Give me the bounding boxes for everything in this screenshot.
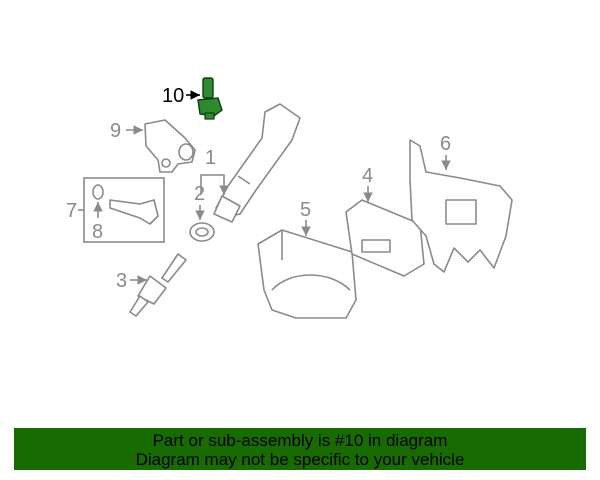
banner-line-2: Diagram may not be specific to your vehi… — [135, 450, 465, 469]
callout-9: 9 — [110, 120, 121, 142]
part-5-module-cover[interactable] — [257, 229, 357, 319]
part-10-sensor[interactable] — [197, 77, 223, 120]
info-banner: Part or sub-assembly is #10 in diagram D… — [14, 428, 586, 470]
part-6-bracket[interactable] — [409, 139, 513, 273]
callout-8: 8 — [92, 221, 103, 243]
callout-arrow-1 — [200, 174, 229, 195]
part-1-ignition-coil[interactable] — [213, 103, 301, 223]
callout-5: 5 — [300, 199, 311, 221]
callout-10: 10 — [162, 85, 184, 107]
callout-4: 4 — [362, 165, 373, 187]
parts-diagram: 10 9 1 2 7 8 3 5 — [66, 77, 513, 319]
banner-line-1: Part or sub-assembly is #10 in diagram — [152, 431, 448, 450]
part-2-seal[interactable] — [189, 222, 215, 242]
callout-2: 2 — [194, 183, 205, 205]
callout-6: 6 — [440, 133, 451, 155]
callout-3: 3 — [116, 270, 127, 292]
callout-1: 1 — [205, 147, 216, 169]
part-9-sensor[interactable] — [144, 119, 196, 173]
part-7-sensor[interactable] — [109, 199, 159, 225]
part-8-o-ring[interactable] — [92, 184, 104, 200]
callout-7: 7 — [66, 200, 77, 222]
part-3-spark-plug[interactable] — [129, 253, 187, 317]
part-4-ecm[interactable] — [345, 199, 425, 277]
